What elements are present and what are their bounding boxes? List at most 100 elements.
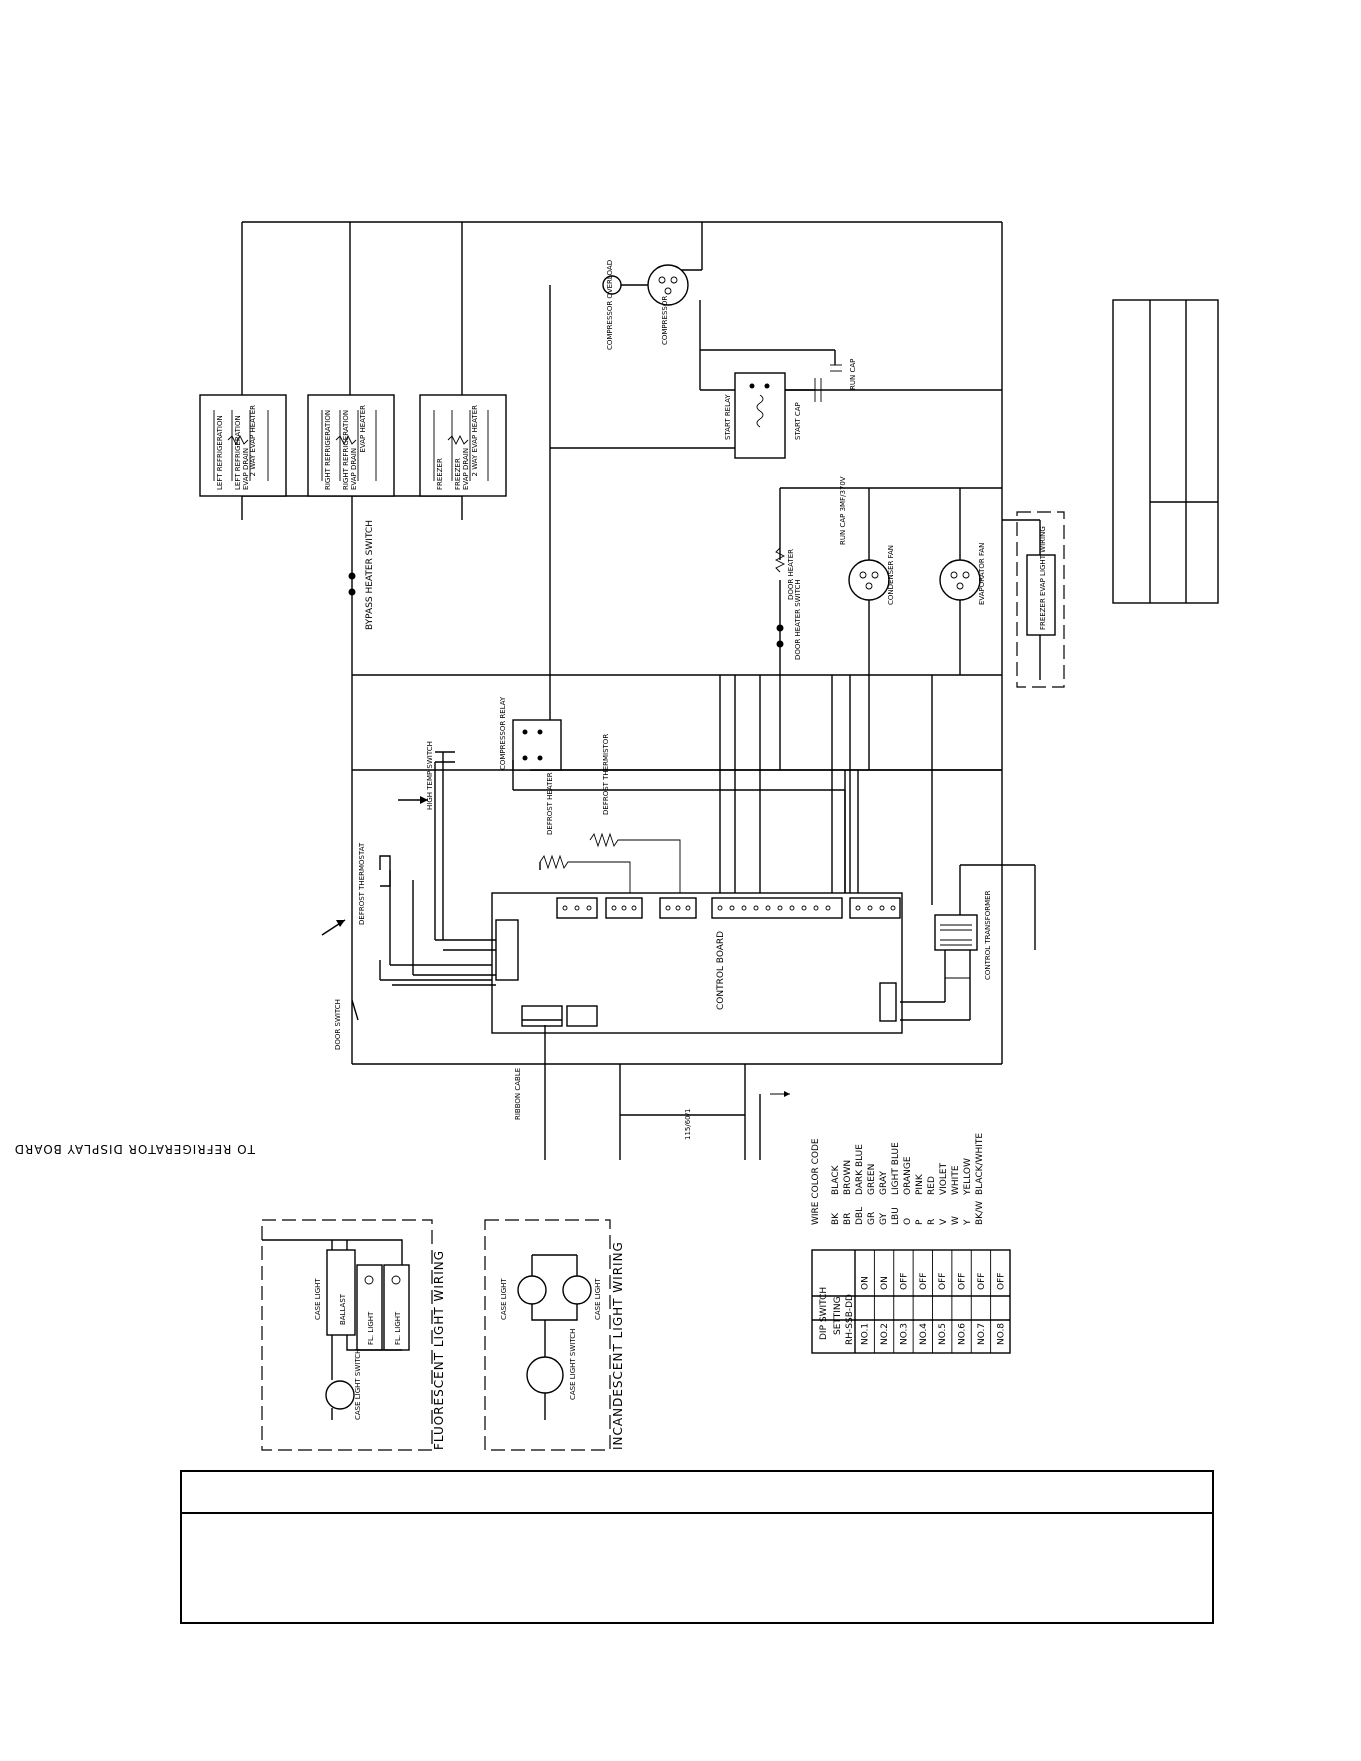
door-heater-switch-label: DOOR HEATER SWITCH [794, 579, 802, 660]
wire-code-abbr: Y [963, 1219, 973, 1226]
control-board-label: CONTROL BOARD [716, 931, 726, 1010]
ballast-label: BALLAST [339, 1293, 347, 1325]
wire-code-abbr: W [951, 1216, 961, 1225]
heater-right-line-2: FREEZER [454, 458, 462, 490]
wire-code-abbr: LBU [891, 1207, 901, 1225]
heater-left-line-3: EVAP DRAIN [242, 448, 250, 490]
wire-code-name: WHITE [951, 1165, 961, 1195]
incandescent-light-box [484, 1219, 611, 1451]
dip-switch-state: OFF [938, 1273, 948, 1290]
wire-code-abbr: GY [879, 1212, 889, 1225]
dip-switch-state: ON [880, 1276, 890, 1290]
freezer-evap-light-label: FREEZER EVAP LIGHT WIRING [1039, 526, 1047, 630]
condenser-fan-cap-label: RUN CAP 3MF/370V [839, 476, 847, 545]
fl-case-light-label: CASE LIGHT [314, 1278, 322, 1320]
wire-code-name: LIGHT BLUE [891, 1142, 901, 1195]
compressor-relay-label: COMPRESSOR RELAY [499, 696, 507, 770]
door-heater-switch-contact-1 [776, 624, 784, 632]
heater-left-line-1: LEFT REFRIGERATION [216, 415, 224, 490]
defrost-heater-resistor [539, 854, 631, 905]
compressor-relay [512, 719, 562, 771]
control-transformer [934, 914, 978, 951]
heater-right-line-1: FREEZER [436, 458, 444, 490]
heater-right-line-3: EVAP DRAIN [462, 448, 470, 490]
wire-code-name: BLACK/WHITE [975, 1133, 985, 1195]
bypass-heater-switch-label: BYPASS HEATER SWITCH [365, 520, 375, 630]
wire-code-abbr: R [927, 1219, 937, 1225]
dip-switch-state: OFF [958, 1273, 968, 1290]
wire-code-abbr: P [915, 1219, 925, 1225]
wire-code-name: ORANGE [903, 1156, 913, 1195]
dip-switch-title: DIP SWITCH [819, 1287, 829, 1340]
incandescent-case-light-1-label: CASE LIGHT [500, 1278, 508, 1320]
incandescent-case-light-switch [526, 1356, 564, 1394]
fluorescent-light-wiring-label: FLUORESCENT LIGHT WIRING [432, 1250, 446, 1450]
dip-switch-number: NO.1 [861, 1323, 871, 1345]
ribbon-cable-label: RIBBON CABLE [514, 1068, 522, 1120]
fl-light-1-label: FL. LIGHT [367, 1311, 375, 1345]
dip-switch-number: NO.2 [880, 1323, 890, 1345]
heater-middle: RIGHT REFRIGERATION RIGHT REFRIGERATION … [307, 394, 395, 497]
fl-light-2 [383, 1264, 410, 1351]
fluorescent-light-box [261, 1219, 433, 1451]
wire-code-abbr: V [939, 1218, 949, 1225]
fl-case-light-switch [325, 1380, 355, 1410]
title-block [180, 1470, 1214, 1624]
condenser-fan-label: CONDENSER FAN [887, 545, 895, 605]
bypass-switch-contact-1 [348, 572, 356, 580]
door-heater-switch-contact-2 [776, 640, 784, 648]
incandescent-light-2 [562, 1275, 592, 1305]
wire-code-abbr: BK/W [975, 1201, 985, 1225]
incandescent-light-1 [517, 1275, 547, 1305]
wire-code-name: YELLOW [963, 1158, 973, 1196]
title-block-header [182, 1472, 1212, 1514]
wire-code-name: GRAY [879, 1171, 889, 1195]
wire-code-abbr: O [903, 1218, 913, 1225]
door-heater-resistor [774, 547, 786, 573]
defrost-thermistor-resistor [589, 832, 681, 905]
compressor-overload-label: COMPRESSOR OVERLOAD [606, 260, 614, 350]
wire-code-name: RED [927, 1176, 937, 1195]
to-display-board-label: TO REFRIGERATOR DISPLAY BOARD [14, 1142, 256, 1156]
dip-switch-number: NO.7 [977, 1323, 987, 1345]
compressor-label: COMPRESSOR [661, 296, 669, 345]
evaporator-fan [939, 559, 981, 601]
dip-switch-state: OFF [977, 1273, 987, 1290]
wire-color-code-title: WIRE COLOR CODE [811, 1138, 821, 1225]
incandescent-case-light-2-label: CASE LIGHT [594, 1278, 602, 1320]
door-heater-label: DOOR HEATER [787, 549, 795, 600]
heater-left-caption: 2 WAY EVAP HEATER [249, 405, 257, 477]
dip-switch-state: OFF [919, 1273, 929, 1290]
fl-case-light-switch-label: CASE LIGHT SWITCH [354, 1349, 362, 1420]
compressor-overload [602, 275, 622, 295]
fl-light-2-label: FL. LIGHT [394, 1311, 402, 1345]
wire-code-name: DARK BLUE [855, 1144, 865, 1195]
evaporator-fan-label: EVAPORATOR FAN [978, 543, 986, 605]
dip-switch-state: OFF [996, 1273, 1006, 1290]
dip-switch-number: NO.5 [938, 1323, 948, 1345]
control-transformer-label: CONTROL TRANSFORMER [984, 890, 992, 980]
ballast [326, 1249, 356, 1336]
dip-switch-number: NO.3 [899, 1323, 909, 1345]
board-pins [562, 905, 896, 911]
wire-code-abbr: DBL [855, 1207, 865, 1225]
wire-code-abbr: GR [867, 1212, 877, 1225]
heater-right-caption: 2 WAY EVAP HEATER [471, 405, 479, 477]
heater-left-line-2: LEFT REFRIGERATION [234, 415, 242, 490]
door-switch-label: DOOR SWITCH [334, 999, 342, 1050]
dip-switch-number: NO.8 [996, 1323, 1006, 1345]
bypass-switch-contact-2 [348, 588, 356, 596]
wire-code-abbr: BK [831, 1212, 841, 1225]
legend-outline [1112, 299, 1219, 604]
wire-code-name: VIOLET [939, 1162, 949, 1195]
freezer-evap-light-box [1016, 511, 1065, 688]
dip-switch-number: NO.6 [958, 1323, 968, 1345]
wire-code-name: GREEN [867, 1164, 877, 1195]
high-temp-switch-label: HIGH TEMP SWITCH [426, 741, 434, 810]
compressor [647, 264, 689, 306]
heater-middle-caption: EVAP HEATER [359, 405, 367, 453]
incandescent-case-light-switch-label: CASE LIGHT SWITCH [569, 1329, 577, 1400]
wire-code-abbr: BR [843, 1213, 853, 1225]
start-relay [734, 372, 786, 459]
